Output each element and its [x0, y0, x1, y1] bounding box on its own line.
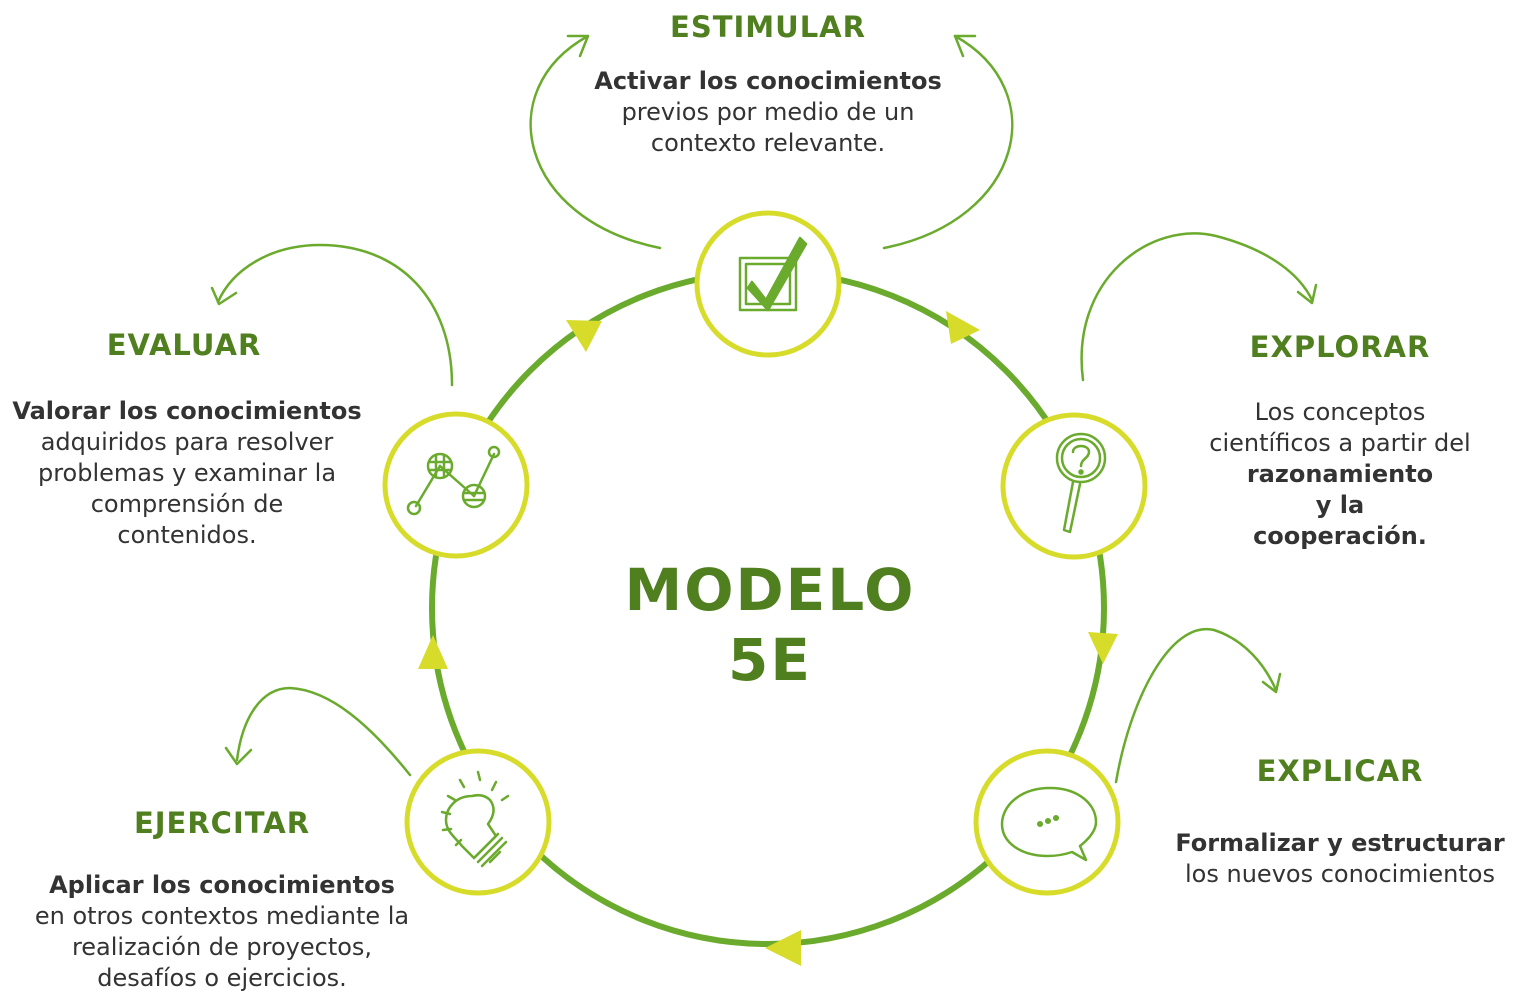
- stage-title-evaluar: EVALUAR: [106, 328, 262, 362]
- curve-arrow-explicar: [1114, 627, 1278, 784]
- cycle-arrow-top-left: [566, 320, 602, 352]
- center-title-line1: MODELO: [624, 556, 916, 624]
- arrowhead-evaluar: [210, 286, 238, 306]
- stage-bold-ejercitar: Aplicar los conocimientos: [49, 871, 395, 899]
- checkbox-checkmark-icon: [738, 236, 808, 312]
- stage-title-explicar: EXPLICAR: [1256, 754, 1424, 788]
- curve-arrow-ejercitar: [235, 686, 412, 777]
- stage-title-estimular: ESTIMULAR: [670, 10, 866, 44]
- arrowhead-explorar: [1296, 283, 1318, 305]
- curve-arrow-explorar: [1080, 232, 1314, 382]
- magnifier-question-icon: [1055, 432, 1107, 534]
- center-title-line2: 5E: [728, 626, 812, 694]
- stage-text-evaluar: adquiridos para resolver problemas y exa…: [37, 428, 337, 549]
- curve-arrow-estimular-right: [882, 34, 1014, 250]
- stage-circle-ejercitar: [404, 748, 552, 896]
- speech-bubble-icon: [1000, 786, 1098, 862]
- stage-bold-explicar: Formalizar y estructurar: [1175, 829, 1505, 857]
- stage-title-explorar: EXPLORAR: [1249, 330, 1431, 364]
- stage-circle-explorar: [1000, 412, 1148, 560]
- stage-desc-estimular: Activar los conocimientos previos por me…: [586, 66, 950, 159]
- molecule-icon: [406, 445, 501, 516]
- stage-circle-estimular: [694, 210, 842, 358]
- curve-arrow-estimular-left: [529, 34, 662, 250]
- stage-desc-explorar: Los conceptos científicos a partir del r…: [1202, 397, 1478, 552]
- stage-desc-explicar: Formalizar y estructurar los nuevos cono…: [1170, 828, 1510, 890]
- cycle-arrow-top-right: [946, 311, 980, 344]
- cycle-arrow-bottom: [765, 930, 801, 966]
- stage-circle-evaluar: [382, 411, 530, 559]
- stage-text-explorar: Los conceptos científicos a partir del: [1209, 398, 1471, 457]
- arrowhead-explicar: [1261, 672, 1282, 694]
- lightbulb-icon: [440, 770, 510, 868]
- stage-bold-evaluar: Valorar los conocimientos: [12, 397, 362, 425]
- stage-title-ejercitar: EJERCITAR: [133, 806, 311, 840]
- stage-desc-evaluar: Valorar los conocimientos adquiridos par…: [6, 396, 368, 551]
- stage-text-ejercitar: en otros contextos mediante la realizaci…: [34, 902, 410, 992]
- stage-desc-ejercitar: Aplicar los conocimientos en otros conte…: [22, 870, 422, 994]
- stage-bold-explorar: razonamiento y la cooperación.: [1246, 460, 1434, 550]
- curve-arrow-evaluar: [216, 243, 454, 387]
- arrowhead-estimular-right: [953, 34, 977, 58]
- cycle-arrow-left: [418, 635, 448, 669]
- arrowhead-ejercitar: [224, 746, 253, 766]
- arrowhead-estimular-left: [566, 34, 590, 58]
- center-title: MODELO 5E: [600, 555, 940, 695]
- stage-text-explicar: los nuevos conocimientos: [1185, 860, 1495, 888]
- cycle-arrow-right: [1088, 632, 1118, 664]
- stage-text-estimular: previos por medio de un contexto relevan…: [621, 98, 915, 157]
- stage-bold-estimular: Activar los conocimientos: [594, 67, 942, 95]
